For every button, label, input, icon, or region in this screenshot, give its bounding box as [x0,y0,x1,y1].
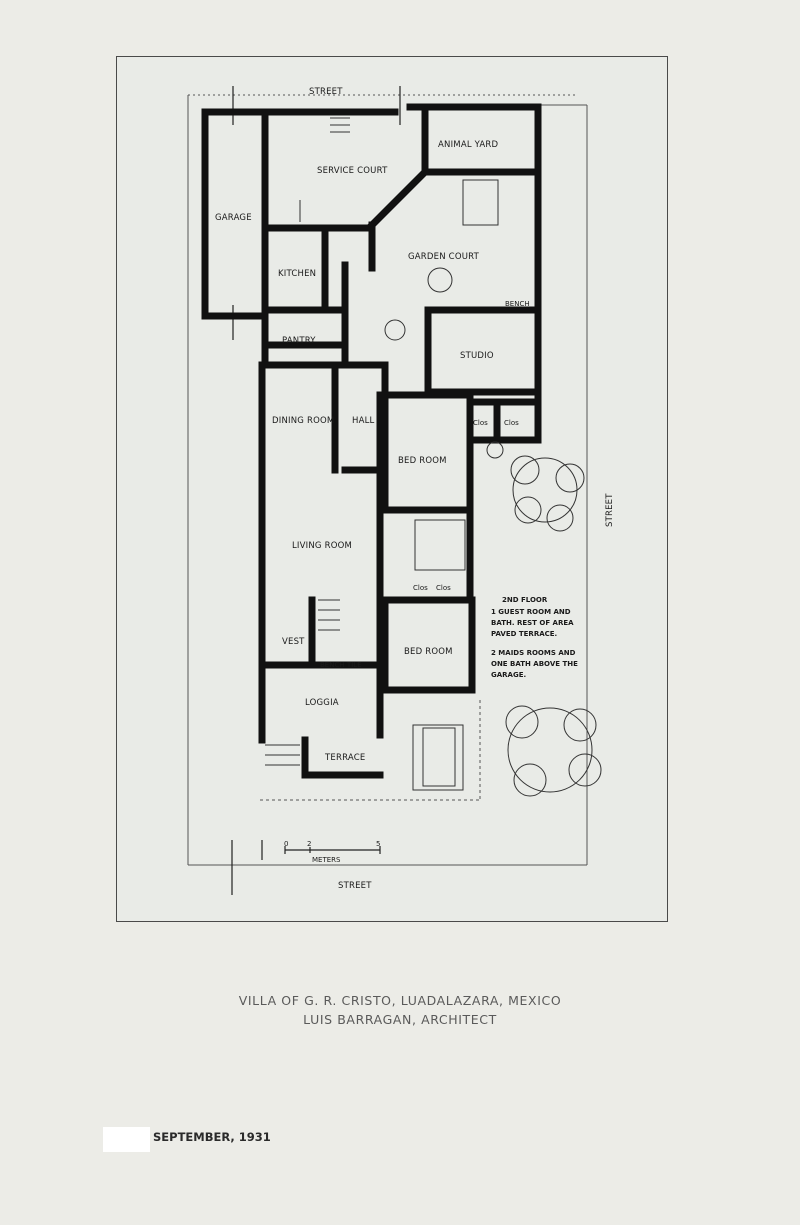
label-garden-court: GARDEN COURT [408,252,480,262]
walls [201,103,542,779]
label-pantry: PANTRY [282,336,316,346]
label-scale-5: 5 [376,840,380,848]
second-floor-notes: 2ND FLOOR 1 GUEST ROOM AND BATH. REST OF… [491,596,578,679]
label-clos-4: Clos [436,584,451,592]
label-bench-garden: BENCH [505,300,530,308]
label-street-top: STREET [309,87,343,97]
note-line-1: 2ND FLOOR [502,596,548,604]
label-living-room: LIVING ROOM [292,541,352,551]
label-bed-room-lower: BED ROOM [404,647,453,657]
label-animal-yard: ANIMAL YARD [438,140,499,150]
interior-details [265,117,499,791]
label-scale-unit: METERS [312,856,341,864]
label-hall: HALL [352,416,375,426]
note-line-3: BATH. REST OF AREA [491,619,574,627]
property-line [187,94,588,866]
label-scale-2: 2 [307,840,311,848]
label-street-right: STREET [605,493,615,527]
note-line-5: 2 MAIDS ROOMS AND [491,649,576,657]
label-scale-0: 0 [284,840,288,848]
label-loggia: LOGGIA [305,698,339,708]
label-clos-2: Clos [504,419,519,427]
redaction-patch [103,1127,150,1152]
label-garage: GARAGE [215,213,252,223]
label-bench-tile: BENCH TILE [320,661,362,669]
label-kitchen: KITCHEN [278,269,316,279]
trees [384,267,602,797]
label-studio: STUDIO [460,351,494,361]
label-service-court: SERVICE COURT [317,166,388,176]
street-markers [231,86,401,895]
label-dining-room: DINING ROOM [272,416,334,426]
issue-date: SEPTEMBER, 1931 [153,1130,271,1144]
note-line-4: PAVED TERRACE. [491,630,557,638]
label-terrace: TERRACE [324,753,365,763]
caption-title: VILLA OF G. R. CRISTO, LUADALAZARA, MEXI… [238,993,562,1008]
label-vest: VEST [282,637,305,647]
label-clos-3: Clos [413,584,428,592]
scale-bar [261,840,381,860]
label-clos-1: Clos [473,419,488,427]
label-street-bottom: STREET [338,881,372,891]
note-line-7: GARAGE. [491,671,526,679]
caption-architect: LUIS BARRAGAN, ARCHITECT [303,1012,497,1027]
note-line-2: 1 GUEST ROOM AND [491,608,571,616]
label-bed-room-upper: BED ROOM [398,456,447,466]
note-line-6: ONE BATH ABOVE THE [491,660,578,668]
